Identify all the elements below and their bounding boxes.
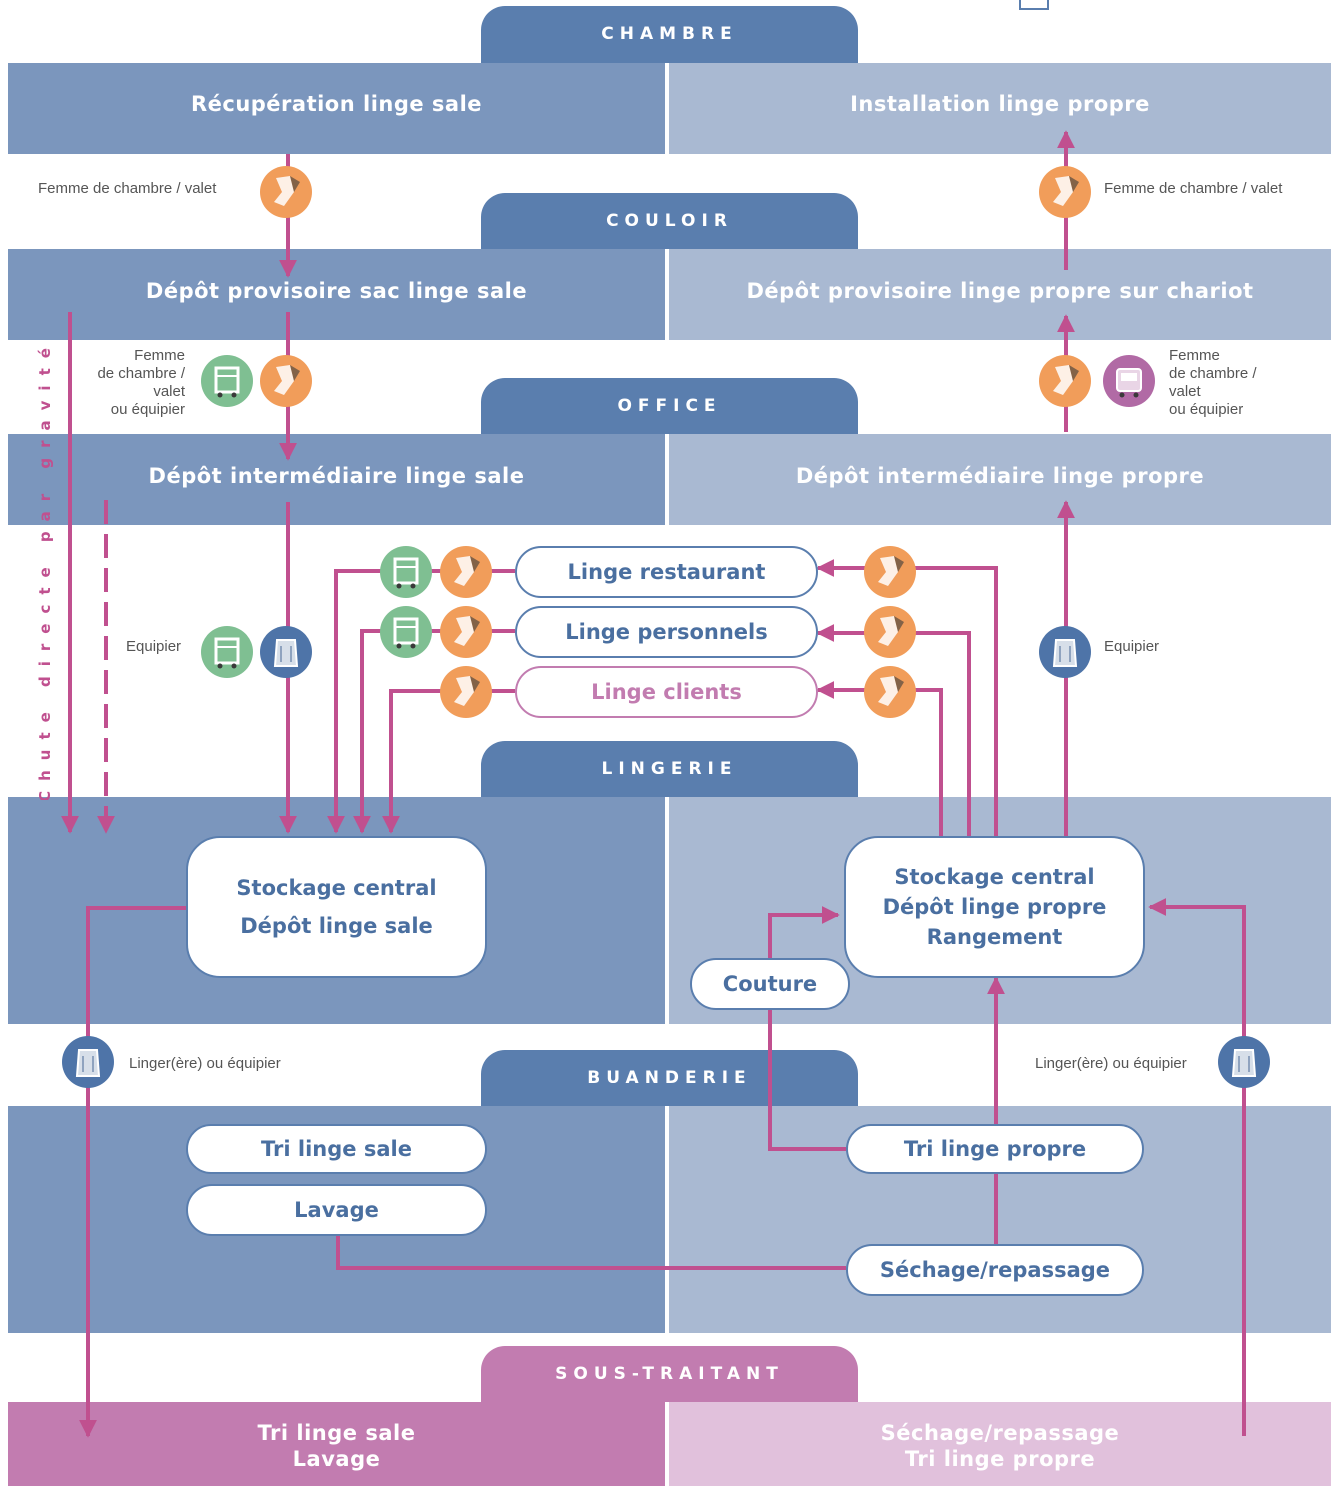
note-femme-equipier-left: Femme de chambre / valet ou équipier bbox=[97, 347, 185, 418]
note-equipier-left: Equipier bbox=[126, 638, 182, 655]
cart-icon bbox=[380, 546, 432, 598]
chambre-right-band bbox=[669, 63, 1331, 154]
sous-traitant-left-title-2: Lavage bbox=[292, 1447, 381, 1471]
chambre-left-title: Récupération linge sale bbox=[190, 92, 483, 116]
corner-frame bbox=[1019, 0, 1049, 10]
sous-traitant-right-title-2: Tri linge propre bbox=[904, 1447, 1096, 1471]
couloir-left-title: Dépôt provisoire sac linge sale bbox=[145, 279, 528, 303]
stockage-propre-line-3: Rangement bbox=[926, 925, 1063, 949]
note-linger-left: Linger(ère) ou équipier bbox=[129, 1055, 281, 1072]
hand-icon bbox=[260, 355, 312, 407]
note-equipier-right: Equipier bbox=[1104, 638, 1160, 655]
bag-icon bbox=[1039, 626, 1091, 678]
note-linger-right: Linger(ère) ou équipier bbox=[1035, 1055, 1187, 1072]
couloir-left-band bbox=[8, 249, 665, 340]
section-buanderie: BUANDERIE bbox=[481, 1050, 858, 1106]
stockage-sale-line-1: Stockage central bbox=[236, 876, 437, 900]
sous-traitant-left-band bbox=[8, 1402, 665, 1486]
stockage-propre-line-1: Stockage central bbox=[894, 865, 1095, 889]
sous-traitant-right-band bbox=[669, 1402, 1331, 1486]
note-femme-right: Femme de chambre / valet bbox=[1104, 180, 1283, 197]
hand-icon bbox=[440, 606, 492, 658]
couloir-right-title: Dépôt provisoire linge propre sur chario… bbox=[746, 279, 1254, 303]
hand-icon bbox=[864, 666, 916, 718]
office-right-band bbox=[669, 434, 1331, 525]
note-femme-left: Femme de chambre / valet bbox=[38, 180, 217, 197]
hand-icon bbox=[864, 606, 916, 658]
bag-icon bbox=[260, 626, 312, 678]
hand-icon bbox=[260, 166, 312, 218]
laundry-cart-icon bbox=[1103, 355, 1155, 407]
chambre-left-band bbox=[8, 63, 665, 154]
hand-icon bbox=[1039, 355, 1091, 407]
bag-icon bbox=[1218, 1036, 1270, 1088]
hand-icon bbox=[440, 546, 492, 598]
stockage-propre-line-2: Dépôt linge propre bbox=[882, 895, 1107, 919]
pill-tri-linge-sale[interactable]: Tri linge sale bbox=[186, 1124, 487, 1174]
sous-traitant-right-title-1: Séchage/repassage bbox=[880, 1421, 1120, 1445]
stockage-linge-sale-box[interactable]: Stockage central Dépôt linge sale bbox=[186, 836, 487, 978]
pill-linge-clients[interactable]: Linge clients bbox=[515, 666, 818, 718]
pill-tri-linge-propre[interactable]: Tri linge propre bbox=[846, 1124, 1144, 1174]
section-chambre: CHAMBRE bbox=[481, 6, 858, 63]
bag-icon bbox=[62, 1036, 114, 1088]
hand-icon bbox=[1039, 166, 1091, 218]
hand-icon bbox=[440, 666, 492, 718]
section-sous-traitant: SOUS-TRAITANT bbox=[481, 1346, 858, 1402]
svg-text:Chute directe par gravité: Chute directe par gravité bbox=[36, 340, 54, 800]
office-right-title: Dépôt intermédiaire linge propre bbox=[795, 464, 1205, 488]
pill-linge-personnels[interactable]: Linge personnels bbox=[515, 606, 818, 658]
note-femme-equipier-right: Femme de chambre / valet ou équipier bbox=[1169, 347, 1257, 418]
section-office: OFFICE bbox=[481, 378, 858, 434]
cart-icon bbox=[380, 606, 432, 658]
pill-lavage[interactable]: Lavage bbox=[186, 1184, 487, 1236]
cart-icon bbox=[201, 626, 253, 678]
cart-icon bbox=[201, 355, 253, 407]
stockage-linge-propre-box[interactable]: Stockage central Dépôt linge propre Rang… bbox=[844, 836, 1145, 978]
stockage-sale-line-2: Dépôt linge sale bbox=[240, 914, 433, 938]
office-left-band bbox=[8, 434, 665, 525]
gravity-chute-label: Chute directe par gravité bbox=[36, 340, 54, 800]
chambre-right-title: Installation linge propre bbox=[850, 92, 1150, 116]
sous-traitant-left-title-1: Tri linge sale bbox=[257, 1421, 416, 1445]
pill-linge-restaurant[interactable]: Linge restaurant bbox=[515, 546, 818, 598]
pill-couture[interactable]: Couture bbox=[690, 958, 850, 1010]
pill-sechage-repassage[interactable]: Séchage/repassage bbox=[846, 1244, 1144, 1296]
office-left-title: Dépôt intermédiaire linge sale bbox=[148, 464, 525, 488]
hand-icon bbox=[864, 546, 916, 598]
section-lingerie: LINGERIE bbox=[481, 741, 858, 797]
section-couloir: COULOIR bbox=[481, 193, 858, 249]
couloir-right-band bbox=[669, 249, 1331, 340]
